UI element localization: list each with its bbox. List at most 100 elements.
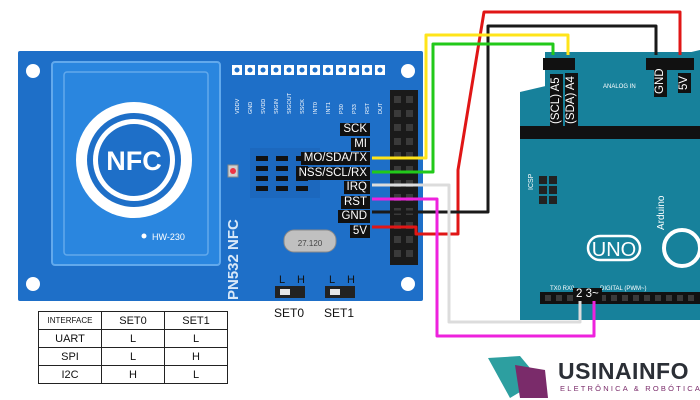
digital-header (540, 292, 700, 304)
wires (372, 10, 682, 338)
usinainfo-logo-icon (488, 356, 548, 398)
arduino-digital-label: 2 3~ (573, 288, 602, 301)
right-pin-header (390, 90, 418, 265)
top-pin-hole (338, 67, 344, 73)
model-label: HW-230 (152, 232, 185, 242)
icsp-pin (549, 196, 557, 204)
digital-pin (677, 295, 683, 301)
wire-irq (372, 183, 582, 324)
resistor (276, 166, 288, 171)
table-row: SPI L H (38, 347, 228, 366)
top-pin-hole (299, 67, 305, 73)
top-pin-label: INT1 (326, 102, 332, 114)
resistor (276, 176, 288, 181)
header-pin (394, 236, 401, 243)
icsp-pin (539, 176, 547, 184)
digital-pin (567, 295, 573, 301)
top-pin-hole (286, 67, 292, 73)
nfc-logo-icon (76, 102, 192, 218)
arduino-logo-icon (662, 228, 700, 268)
table-cell: SPI (38, 347, 102, 366)
header-pin (394, 96, 401, 103)
icsp-pin (549, 176, 557, 184)
top-pin-hole (312, 67, 318, 73)
top-pin-hole (273, 67, 279, 73)
set0-high-label: H (297, 274, 305, 286)
mount-hole-br (401, 277, 415, 291)
resistor (256, 186, 268, 191)
resistor (256, 166, 268, 171)
table-cell: H (164, 347, 228, 366)
header-pin (406, 250, 413, 257)
txrx-text: TX0 RX0 (550, 286, 575, 292)
top-pin-label: SIGIN (274, 99, 280, 114)
set1-high-label: H (347, 274, 355, 286)
header-pin (406, 138, 413, 145)
wire-scl (372, 33, 570, 160)
digital-pin (633, 295, 639, 301)
pin-label: 5V (349, 224, 370, 238)
top-pin-label: SIGOUT (287, 92, 293, 114)
header-pin (406, 124, 413, 131)
top-pin-label: GND (248, 102, 254, 114)
set0-name-label: SET0 (274, 306, 305, 320)
header-pin (406, 96, 413, 103)
crystal-text: 27.120 (298, 239, 323, 248)
table-cell: L (164, 365, 228, 384)
set1-name-label: SET1 (324, 306, 355, 320)
antenna-coil (63, 71, 209, 256)
top-pin-label: VDDV (235, 98, 241, 114)
table-header-cell: INTERFACE (38, 311, 102, 330)
top-pin-hole (247, 67, 253, 73)
analog-in-text: ANALOG IN (603, 84, 636, 90)
digital-header-text: DIGITAL (PWM~) (600, 286, 647, 292)
arduino-a4-label: (SDA) A4 (561, 73, 579, 127)
uno-text: UNO (592, 239, 636, 261)
top-pin-label: RST (365, 102, 371, 114)
top-pin-label: P33 (352, 104, 358, 114)
icsp-header (539, 176, 557, 204)
resistor (256, 176, 268, 181)
arduino-5v-label: 5V (674, 72, 692, 93)
analog-header (543, 58, 575, 70)
header-pin (394, 110, 401, 117)
led-icon (230, 168, 236, 174)
wire-rst (372, 197, 596, 338)
header-pin (394, 124, 401, 131)
header-pin (394, 166, 401, 173)
pin-label: SCK (340, 123, 370, 136)
set0-switch[interactable] (275, 286, 305, 298)
mount-hole-tr (401, 64, 415, 78)
table-header-cell: SET1 (164, 311, 228, 330)
resistor (256, 156, 268, 161)
interface-mode-table: INTERFACE SET0 SET1 UART L L SPI L H I2C… (38, 311, 228, 384)
resistor (276, 156, 288, 161)
nfc-logo-text: NFC (106, 146, 162, 176)
header-pin (406, 152, 413, 159)
header-pin (394, 138, 401, 145)
set1-switch[interactable] (325, 286, 355, 298)
top-pin-hole (325, 67, 331, 73)
header-pin (394, 152, 401, 159)
pin-label: RST (341, 195, 370, 209)
digital-pin (600, 295, 606, 301)
pin-label: MO/SDA/TX (300, 152, 370, 165)
pin-label: NSS/SCL/RX (295, 166, 370, 180)
resistor (276, 186, 288, 191)
digital-pin (644, 295, 650, 301)
header-pin (406, 166, 413, 173)
top-pin-label: DUT (378, 102, 384, 114)
top-pin-hole (234, 67, 240, 73)
uno-logo-frame (586, 234, 642, 262)
top-pin-hole (260, 67, 266, 73)
digital-pin (545, 295, 551, 301)
set1-low-label: L (329, 274, 336, 286)
top-pin-label: P30 (339, 104, 345, 114)
icsp-text: ICSP (528, 173, 535, 190)
table-header-cell: SET0 (101, 311, 165, 330)
brand-subtitle: ELETRÔNICA & ROBÓTICA (560, 384, 700, 393)
table-cell: L (164, 329, 228, 348)
header-pin (406, 110, 413, 117)
wire-sda (372, 42, 555, 174)
indicator-dot (141, 233, 147, 239)
